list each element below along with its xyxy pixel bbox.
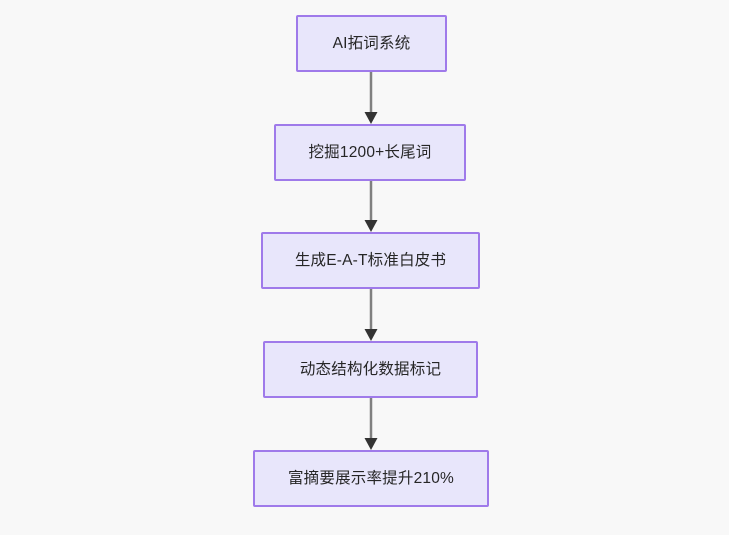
flow-node-rich-snippet-rate-increase[interactable]: 富摘要展示率提升210% <box>253 450 489 507</box>
flow-node-label: 富摘要展示率提升210% <box>287 469 455 487</box>
flow-node-ai-keyword-system[interactable]: AI拓词系统 <box>296 15 447 72</box>
flow-node-label: 挖掘1200+长尾词 <box>308 143 432 161</box>
flow-node-mine-longtail-keywords[interactable]: 挖掘1200+长尾词 <box>274 124 466 181</box>
flow-edge-n1-n2 <box>364 72 378 124</box>
flow-node-generate-eat-whitepaper[interactable]: 生成E-A-T标准白皮书 <box>261 232 480 289</box>
flow-node-label: AI拓词系统 <box>332 34 411 52</box>
flow-edge-n3-n4 <box>364 289 378 341</box>
flow-edge-n4-n5 <box>364 398 378 450</box>
flow-node-label: 生成E-A-T标准白皮书 <box>294 251 447 269</box>
flow-node-dynamic-structured-data-markup[interactable]: 动态结构化数据标记 <box>263 341 478 398</box>
flow-node-label: 动态结构化数据标记 <box>299 360 442 378</box>
flow-edge-n2-n3 <box>364 181 378 232</box>
